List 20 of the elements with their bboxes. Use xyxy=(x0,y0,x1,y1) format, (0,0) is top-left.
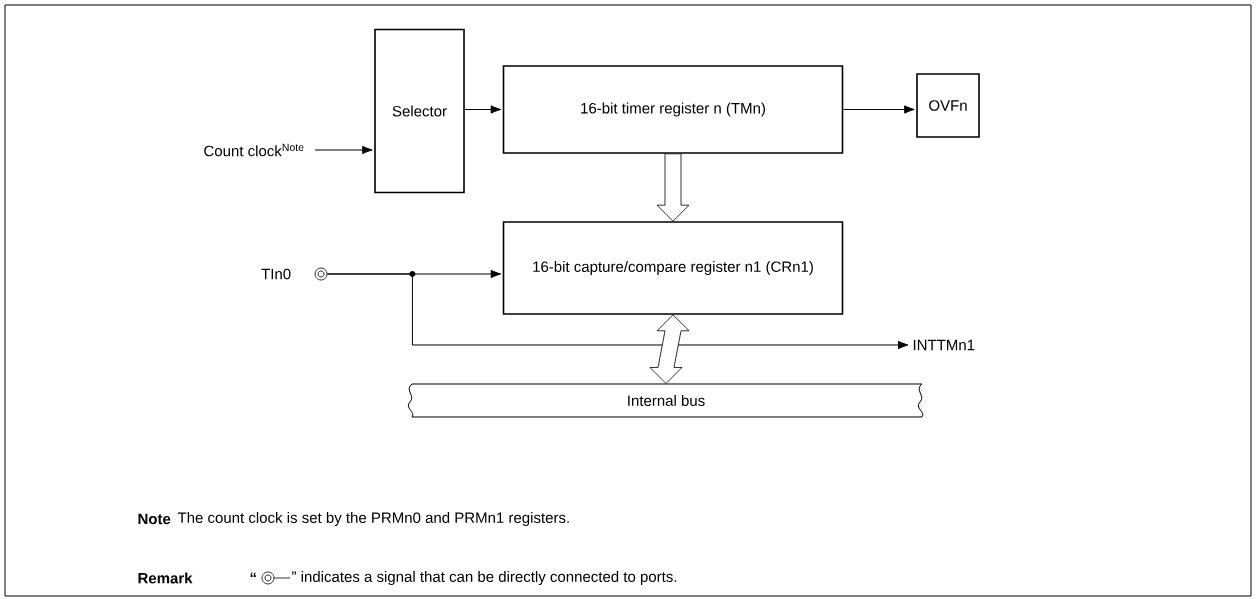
broad-arrow xyxy=(649,314,690,384)
register-box: 16-bit capture/compare register n1 (CRn1) xyxy=(502,221,844,315)
note-heading: Note xyxy=(138,513,171,525)
selector-box: Selector xyxy=(374,28,465,194)
terminal-circle xyxy=(314,267,328,281)
signal-label: INTTMn1 xyxy=(913,339,975,351)
broad-arrow xyxy=(656,153,690,222)
remark-heading: Remark xyxy=(138,572,193,584)
remark-text: ” indicates a signal that can be directly connected to ports. xyxy=(292,571,677,585)
signal-label: Count clock$^{Note}$ xyxy=(204,143,304,157)
bus-band: Internal bus xyxy=(407,383,924,418)
note-text: The count clock is set by the PRMn0 and PRMn1 registers. xyxy=(177,512,569,526)
quote-mark: “ xyxy=(250,572,256,578)
register-box: 16-bit timer register n (TMn) xyxy=(502,65,844,154)
arrow xyxy=(842,105,915,114)
arrow xyxy=(464,105,502,114)
output-box: OVFn xyxy=(916,73,980,138)
signal-label: TIn0 xyxy=(261,268,291,280)
arrow xyxy=(314,145,373,155)
arrow xyxy=(326,273,909,350)
